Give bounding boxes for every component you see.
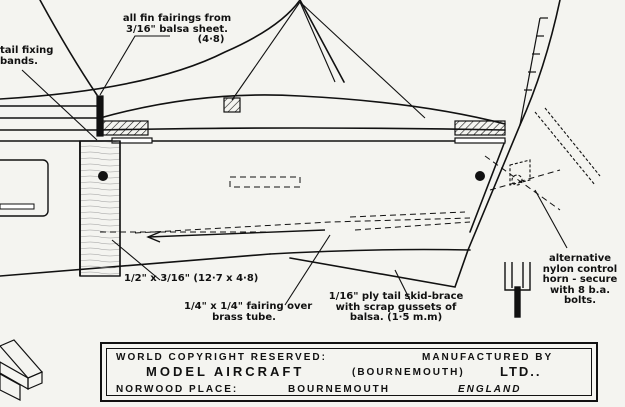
alt-line1: alternative <box>548 253 612 264</box>
alt-line3: horn - secure <box>542 274 618 285</box>
fixing-dowel-left <box>98 171 108 181</box>
label-fairing: 1/4" x 1/4" fairing over brass tube. <box>184 301 313 323</box>
fin-outline-curve <box>0 0 301 100</box>
tail-skid <box>289 249 469 288</box>
company-name: MODEL AIRCRAFT <box>146 364 305 379</box>
fuselage-bottom-right <box>269 248 471 255</box>
fairing-block-left <box>102 120 149 136</box>
skid-line3: balsa. (1·5 m.m) <box>349 312 443 323</box>
alt-line4: with 8 b.a. <box>550 284 610 296</box>
skid-line1: 1/16" ply tail skid-brace <box>328 291 464 302</box>
fin-trailing-edge <box>299 0 345 83</box>
fin-leading-curve <box>39 0 98 96</box>
skid-line2: with scrap gussets of <box>335 301 457 313</box>
alt-line2: nylon control <box>542 263 618 275</box>
rudder-hinge-line <box>519 0 561 126</box>
fin-fairings-line3: (4·8) <box>197 34 225 45</box>
tail-fixing-line2: bands. <box>0 55 38 67</box>
fin-fairings-line2: 3/16" balsa sheet. <box>126 23 228 35</box>
address-country: ENGLAND <box>458 384 522 395</box>
fin-fairings-line1: all fin fairings from <box>122 13 232 24</box>
company-ltd: LTD.. <box>500 364 542 379</box>
title-block-inner-border <box>106 348 592 396</box>
fixing-dowel-right <box>475 171 485 181</box>
tailplane-lower-surface <box>99 127 506 131</box>
tailplane-upper-surface <box>99 94 506 125</box>
side-panel <box>0 159 49 217</box>
copyright-notice: WORLD COPYRIGHT RESERVED: <box>116 352 327 363</box>
alt-line5: bolts. <box>564 295 596 306</box>
title-block: WORLD COPYRIGHT RESERVED: MANUFACTURED B… <box>100 342 598 402</box>
tail-skid-tube <box>504 262 531 291</box>
address-town: BOURNEMOUTH <box>288 384 390 395</box>
tail-fixing-line1: tail fixing <box>0 45 54 56</box>
label-fin-fairings: all fin fairings from 3/16" balsa sheet.… <box>112 13 242 46</box>
fairing-block-right <box>454 120 506 136</box>
label-spar-size: 1/2" x 3/16" (12·7 x 4·8) <box>124 273 259 284</box>
fuselage-bottom-left <box>0 253 271 277</box>
manufactured-by: MANUFACTURED BY <box>422 352 554 363</box>
fairing-line2: brass tube. <box>212 311 276 323</box>
address-street: NORWOOD PLACE: <box>116 384 239 395</box>
company-location: (BOURNEMOUTH) <box>352 367 465 378</box>
label-tail-fixing: tail fixing bands. <box>0 45 54 67</box>
label-control-horn: alternative nylon control horn - secure … <box>535 253 625 307</box>
fuselage-spar <box>79 140 121 277</box>
fairing-line1: 1/4" x 1/4" fairing over <box>184 301 313 312</box>
tail-post <box>467 124 521 251</box>
label-tail-skid: 1/16" ply tail skid-brace with scrap gus… <box>316 291 476 324</box>
fairing-block-mid <box>223 97 241 113</box>
